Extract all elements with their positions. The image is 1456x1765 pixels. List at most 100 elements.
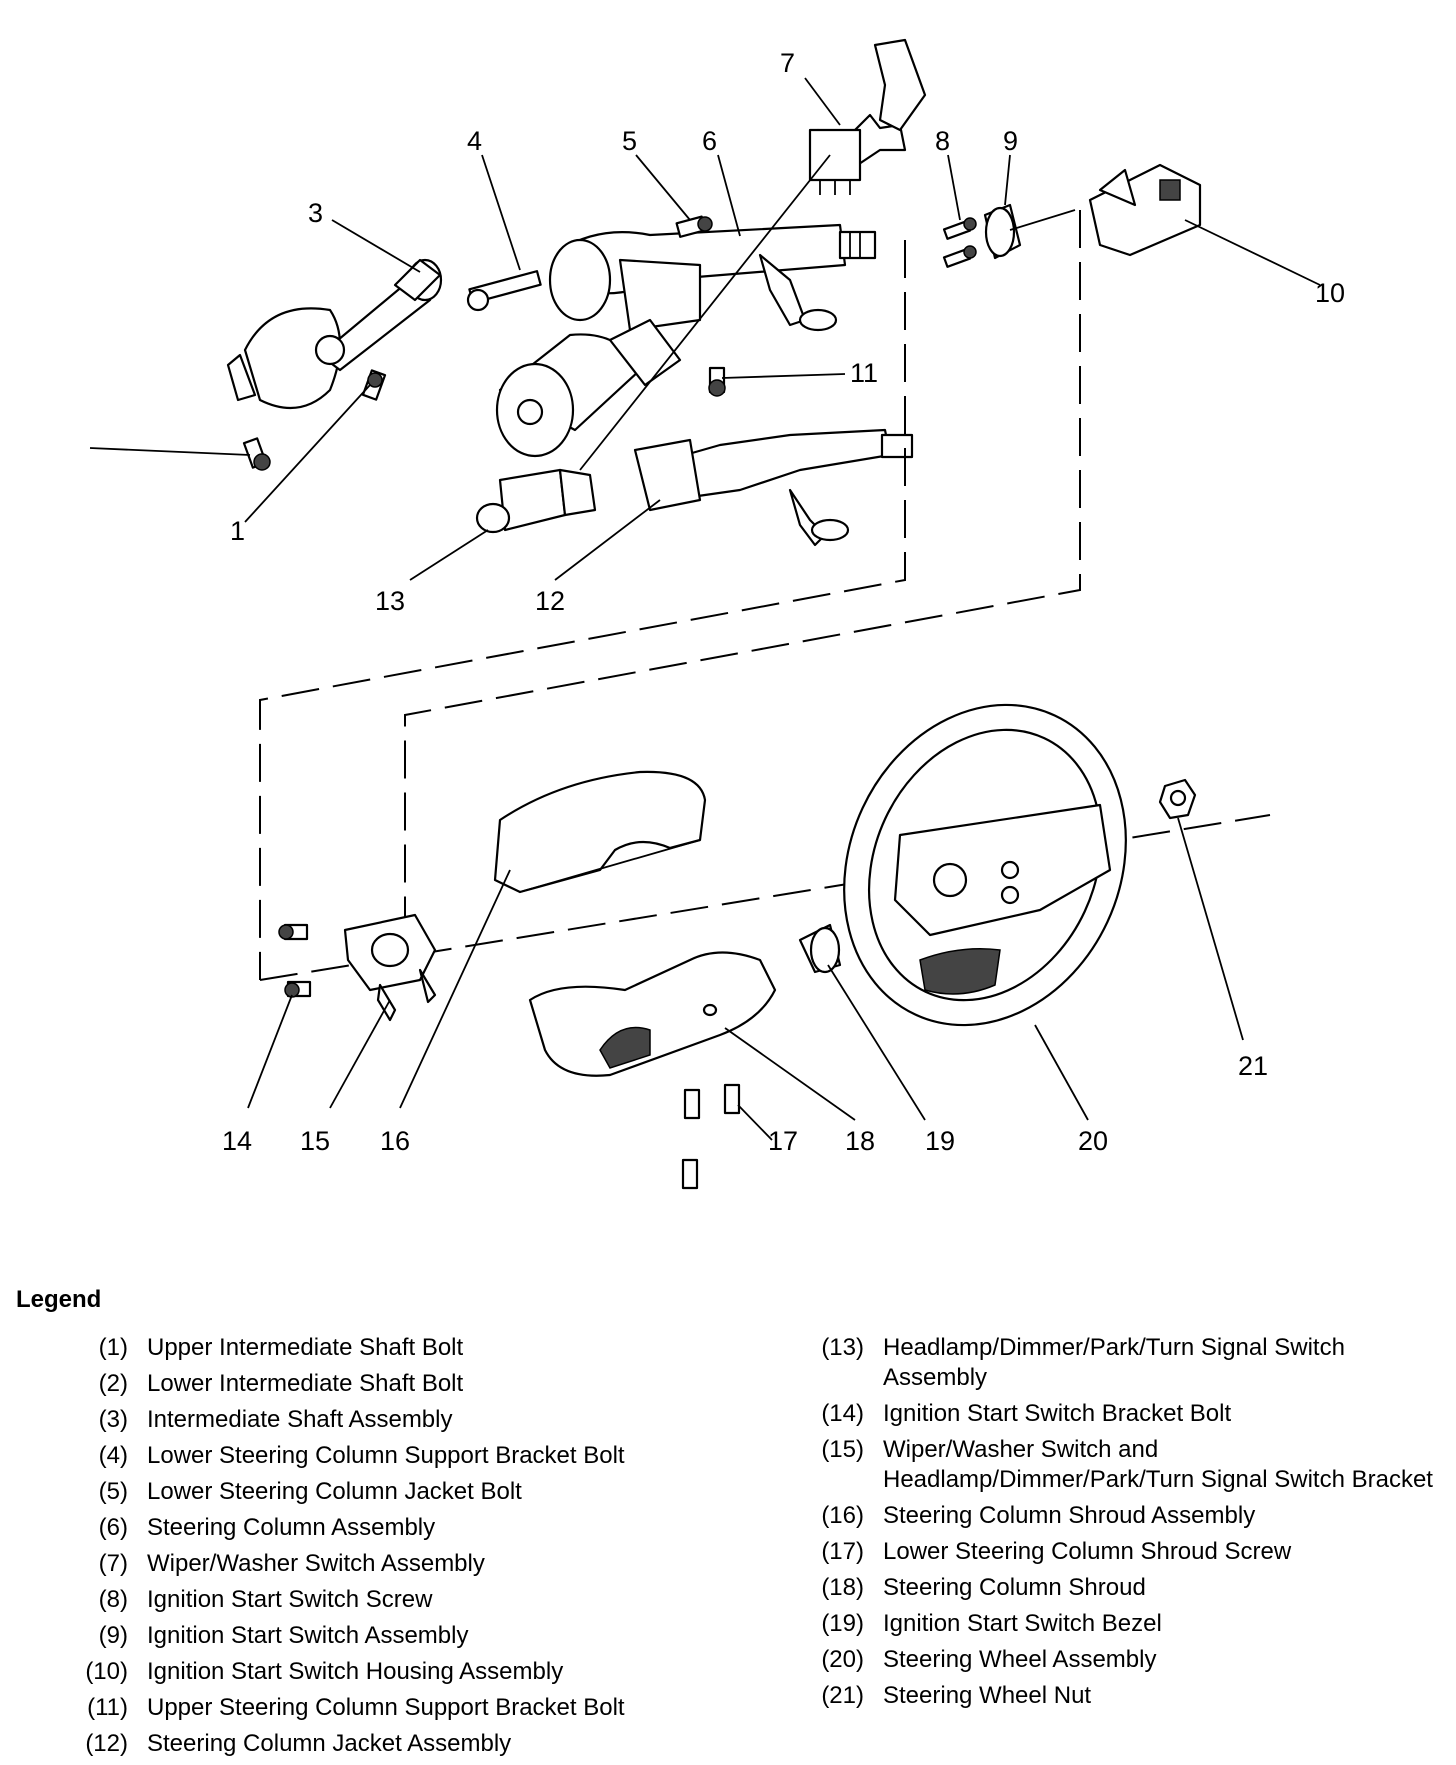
- legend-label: Lower Steering Column Shroud Screw: [883, 1538, 1292, 1565]
- ignition-screws-8: [942, 217, 977, 268]
- legend-number: (12): [85, 1730, 128, 1757]
- legend-number: (13): [821, 1334, 864, 1361]
- wiper-switch-part: [808, 38, 927, 195]
- callout-5: 5: [622, 126, 637, 156]
- callout-1: 1: [230, 516, 245, 546]
- callout-15: 15: [300, 1126, 330, 1156]
- shroud-assembly-16: [493, 770, 707, 894]
- legend-number: (8): [98, 1586, 128, 1613]
- legend-number: (6): [98, 1514, 128, 1541]
- support-bolt-11: [708, 366, 726, 397]
- headlamp-switch-13: [475, 468, 597, 534]
- exploded-parts-diagram: 1 3 4 5 6 7 8 9 10 11 12 13 14 15 16 17 …: [89, 38, 1345, 1190]
- legend-number: (7): [98, 1550, 128, 1577]
- legend-item: (21) Steering Wheel Nut: [808, 1681, 1448, 1711]
- legend-item: (7) Wiper/Washer Switch Assembly: [60, 1549, 740, 1579]
- legend-label: Ignition Start Switch Assembly: [147, 1622, 469, 1649]
- callout-21: 21: [1238, 1051, 1268, 1081]
- ignition-switch-9: [983, 203, 1022, 260]
- legend-item: (20) Steering Wheel Assembly: [808, 1645, 1448, 1675]
- callout-14: 14: [222, 1126, 252, 1156]
- ignition-housing-10: [1088, 163, 1202, 257]
- ignition-bezel-19: [798, 923, 842, 974]
- legend-label: Steering Wheel Assembly: [883, 1646, 1157, 1673]
- legend-item: (5) Lower Steering Column Jacket Bolt: [60, 1477, 740, 1507]
- intermediate-shaft-part: [226, 258, 443, 410]
- legend-label: Lower Intermediate Shaft Bolt: [147, 1370, 464, 1397]
- steering-column-part: [548, 223, 877, 332]
- callout-4: 4: [467, 126, 482, 156]
- legend-item: (10) Ignition Start Switch Housing Assemb…: [60, 1657, 740, 1687]
- legend-number: (19): [821, 1610, 864, 1637]
- legend-label: Ignition Start Switch Screw: [147, 1586, 433, 1613]
- callout-7: 7: [780, 48, 795, 78]
- legend-item: (16) Steering Column Shroud Assembly: [808, 1501, 1448, 1531]
- legend-item: (17) Lower Steering Column Shroud Screw: [808, 1537, 1448, 1567]
- callout-9: 9: [1003, 126, 1018, 156]
- callout-17: 17: [768, 1126, 798, 1156]
- legend-item: (6) Steering Column Assembly: [60, 1513, 740, 1543]
- shaft-bolt-2: [361, 369, 387, 401]
- legend-item: (2)Lower Intermediate Shaft Bolt: [60, 1369, 740, 1399]
- legend-item: (4)Lower Steering Column Support Bracket…: [60, 1441, 740, 1471]
- column-shroud-18: [528, 951, 777, 1077]
- legend-label: Steering Column Shroud: [883, 1574, 1146, 1601]
- legend-label: Lower Steering Column Jacket Bolt: [147, 1478, 522, 1505]
- legend-number: (20): [821, 1646, 864, 1673]
- switch-bracket-15: [343, 913, 437, 1022]
- legend-item: (18) Steering Column Shroud: [808, 1573, 1448, 1603]
- legend-item: (13) Headlamp/Dimmer/Park/Turn Signal Swi…: [808, 1333, 1448, 1393]
- shroud-screws-17: [681, 1083, 741, 1190]
- legend-label: Ignition Start Switch Bezel: [883, 1610, 1162, 1637]
- legend-label: Steering Column Assembly: [147, 1514, 436, 1541]
- column-motor-part: [495, 318, 682, 458]
- legend-label: Ignition Start Switch Bracket Bolt: [883, 1400, 1232, 1427]
- callout-20: 20: [1078, 1126, 1108, 1156]
- bracket-bolt-4: [466, 270, 542, 312]
- callout-16: 16: [380, 1126, 410, 1156]
- legend-label: Upper Intermediate Shaft Bolt: [147, 1334, 464, 1361]
- legend-label: Steering Wheel Nut: [883, 1682, 1092, 1709]
- callout-12: 12: [535, 586, 565, 616]
- callout-11: 11: [850, 358, 878, 388]
- jacket-bolt-5: [675, 215, 713, 238]
- legend-label: Wiper/Washer Switch Assembly: [147, 1550, 485, 1577]
- legend-label: Ignition Start Switch Housing Assembly: [147, 1658, 564, 1685]
- legend-item: (8) Ignition Start Switch Screw: [60, 1585, 740, 1615]
- jacket-assembly-12: [633, 428, 914, 547]
- legend-number: (10): [85, 1658, 128, 1685]
- legend-item: (3) Intermediate Shaft Assembly: [60, 1405, 740, 1435]
- legend-number: (21): [821, 1682, 864, 1709]
- steering-wheel-20: [843, 703, 1127, 1027]
- callout-19: 19: [925, 1126, 955, 1156]
- legend-number: (4): [98, 1442, 128, 1469]
- legend-label: Intermediate Shaft Assembly: [147, 1406, 453, 1433]
- legend-number: (17): [821, 1538, 864, 1565]
- legend-column-left: (1)Upper Intermediate Shaft Bolt (2)Lowe…: [60, 1333, 740, 1765]
- legend-number: (5): [98, 1478, 128, 1505]
- legend-item: (1)Upper Intermediate Shaft Bolt: [60, 1333, 740, 1363]
- callout-8: 8: [935, 126, 950, 156]
- legend-item: (12) Steering Column Jacket Assembly: [60, 1729, 740, 1759]
- callout-10: 10: [1315, 278, 1345, 308]
- legend-number: (9): [98, 1622, 128, 1649]
- legend-label: Upper Steering Column Support Bracket Bo…: [147, 1694, 625, 1721]
- callout-6: 6: [702, 126, 717, 156]
- legend-item: (14) Ignition Start Switch Bracket Bolt: [808, 1399, 1448, 1429]
- legend-label: Steering Column Jacket Assembly: [147, 1730, 512, 1757]
- legend-number: (15): [821, 1436, 864, 1463]
- legend-number: (16): [821, 1502, 864, 1529]
- legend-label: Steering Column Shroud Assembly: [883, 1502, 1256, 1529]
- legend-label: Headlamp/Dimmer/Park/Turn Signal Switch …: [883, 1334, 1345, 1391]
- legend-item: (15)Wiper/Washer Switch and Headlamp/Dim…: [808, 1435, 1448, 1495]
- callout-3: 3: [308, 198, 323, 228]
- legend-item: (9) Ignition Start Switch Assembly: [60, 1621, 740, 1651]
- legend-number: (14): [821, 1400, 864, 1427]
- legend-item: (19) Ignition Start Switch Bezel: [808, 1609, 1448, 1639]
- legend-item: (11)Upper Steering Column Support Bracke…: [60, 1693, 740, 1723]
- callout-13: 13: [375, 586, 405, 616]
- legend-title: Legend: [16, 1286, 102, 1313]
- callout-18: 18: [845, 1126, 875, 1156]
- legend-number: (18): [821, 1574, 864, 1601]
- legend-number: (3): [98, 1406, 128, 1433]
